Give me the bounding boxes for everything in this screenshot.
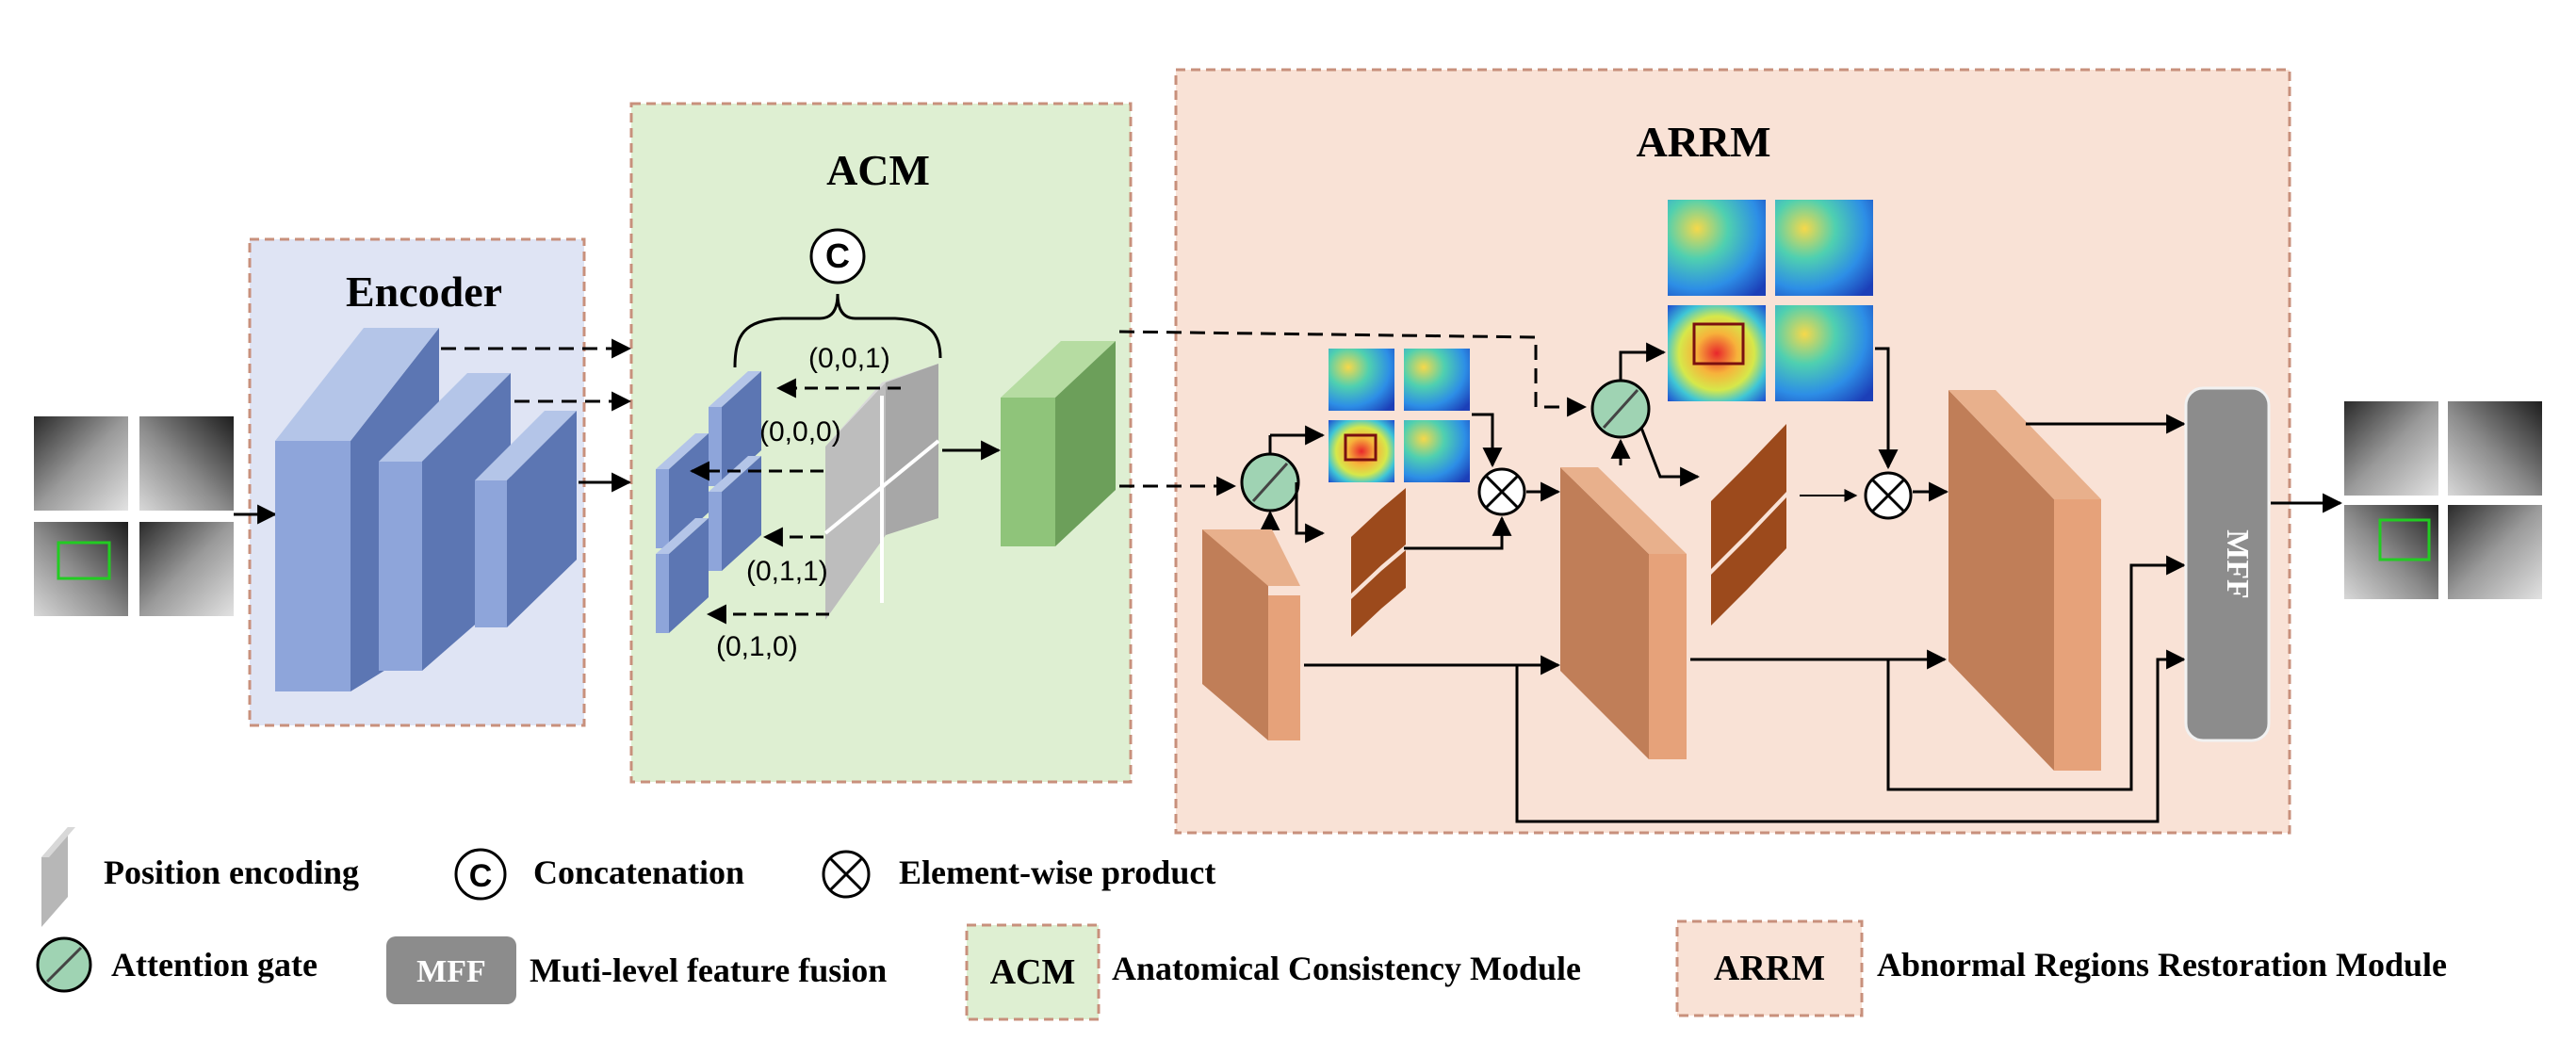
acm-output-feature — [1001, 341, 1116, 546]
coord-000: (0,0,0) — [759, 416, 841, 447]
element-product-1 — [1477, 467, 1526, 516]
encoder-title: Encoder — [346, 268, 502, 316]
attention-gate-1 — [1240, 452, 1300, 512]
legend-element-wise-product: Element-wise product — [899, 854, 1215, 891]
svg-text:C: C — [825, 236, 850, 275]
legend-attention-gate: Attention gate — [111, 946, 318, 984]
arrm-block-1 — [1202, 529, 1300, 740]
output-restored-region-box — [2378, 518, 2431, 561]
legend-arrm: Abnormal Regions Restoration Module — [1877, 946, 2447, 984]
output-xray-image — [2344, 401, 2542, 599]
legend-acm-badge: ACM — [965, 923, 1101, 1021]
legend-acm: Anatomical Consistency Module — [1112, 950, 1581, 987]
arrm-block-3 — [1948, 390, 2101, 771]
attention-heatmap-large — [1668, 200, 1873, 401]
arrm-block-2 — [1560, 467, 1687, 759]
position-encoding-block — [823, 364, 940, 620]
acm-title: ACM — [826, 146, 930, 194]
svg-text:ACM: ACM — [990, 952, 1076, 992]
input-xray-image — [34, 416, 234, 616]
arrm-panel — [1174, 68, 2291, 835]
coord-011: (0,1,1) — [746, 556, 828, 587]
svg-text:ARRM: ARRM — [1714, 949, 1825, 988]
legend-mff-badge: MFF — [386, 936, 516, 1004]
legend-position-encoding-icon — [41, 827, 75, 927]
arrm-patches-1 — [1351, 488, 1406, 637]
arrm-title: ARRM — [1636, 118, 1770, 166]
attention-heatmap-small — [1329, 349, 1470, 482]
concat-brace — [733, 293, 942, 368]
input-abnormal-region-box — [57, 541, 111, 580]
acm-feature-patches — [656, 371, 761, 633]
legend-element-product-icon — [822, 850, 871, 899]
svg-text:MFF: MFF — [416, 954, 486, 989]
legend-arrm-badge: ARRM — [1675, 919, 1864, 1017]
svg-text:C: C — [469, 858, 493, 894]
arrm-patches-2 — [1711, 424, 1786, 626]
element-product-2 — [1864, 471, 1913, 520]
svg-text:MFF: MFF — [2220, 529, 2255, 599]
mff-block: MFF — [2184, 386, 2271, 742]
legend-concatenation-icon: C — [454, 848, 507, 901]
concat-symbol: C — [809, 228, 866, 285]
coord-001: (0,0,1) — [808, 343, 890, 374]
legend-attention-gate-icon — [36, 936, 92, 993]
legend-position-encoding: Position encoding — [104, 854, 359, 891]
coord-010: (0,1,0) — [716, 631, 798, 662]
legend: Position encoding C Concatenation Elemen… — [36, 827, 2447, 1021]
legend-concatenation: Concatenation — [533, 854, 744, 891]
legend-mff: Muti-level feature fusion — [530, 951, 887, 989]
encoder-block-3 — [475, 411, 577, 627]
